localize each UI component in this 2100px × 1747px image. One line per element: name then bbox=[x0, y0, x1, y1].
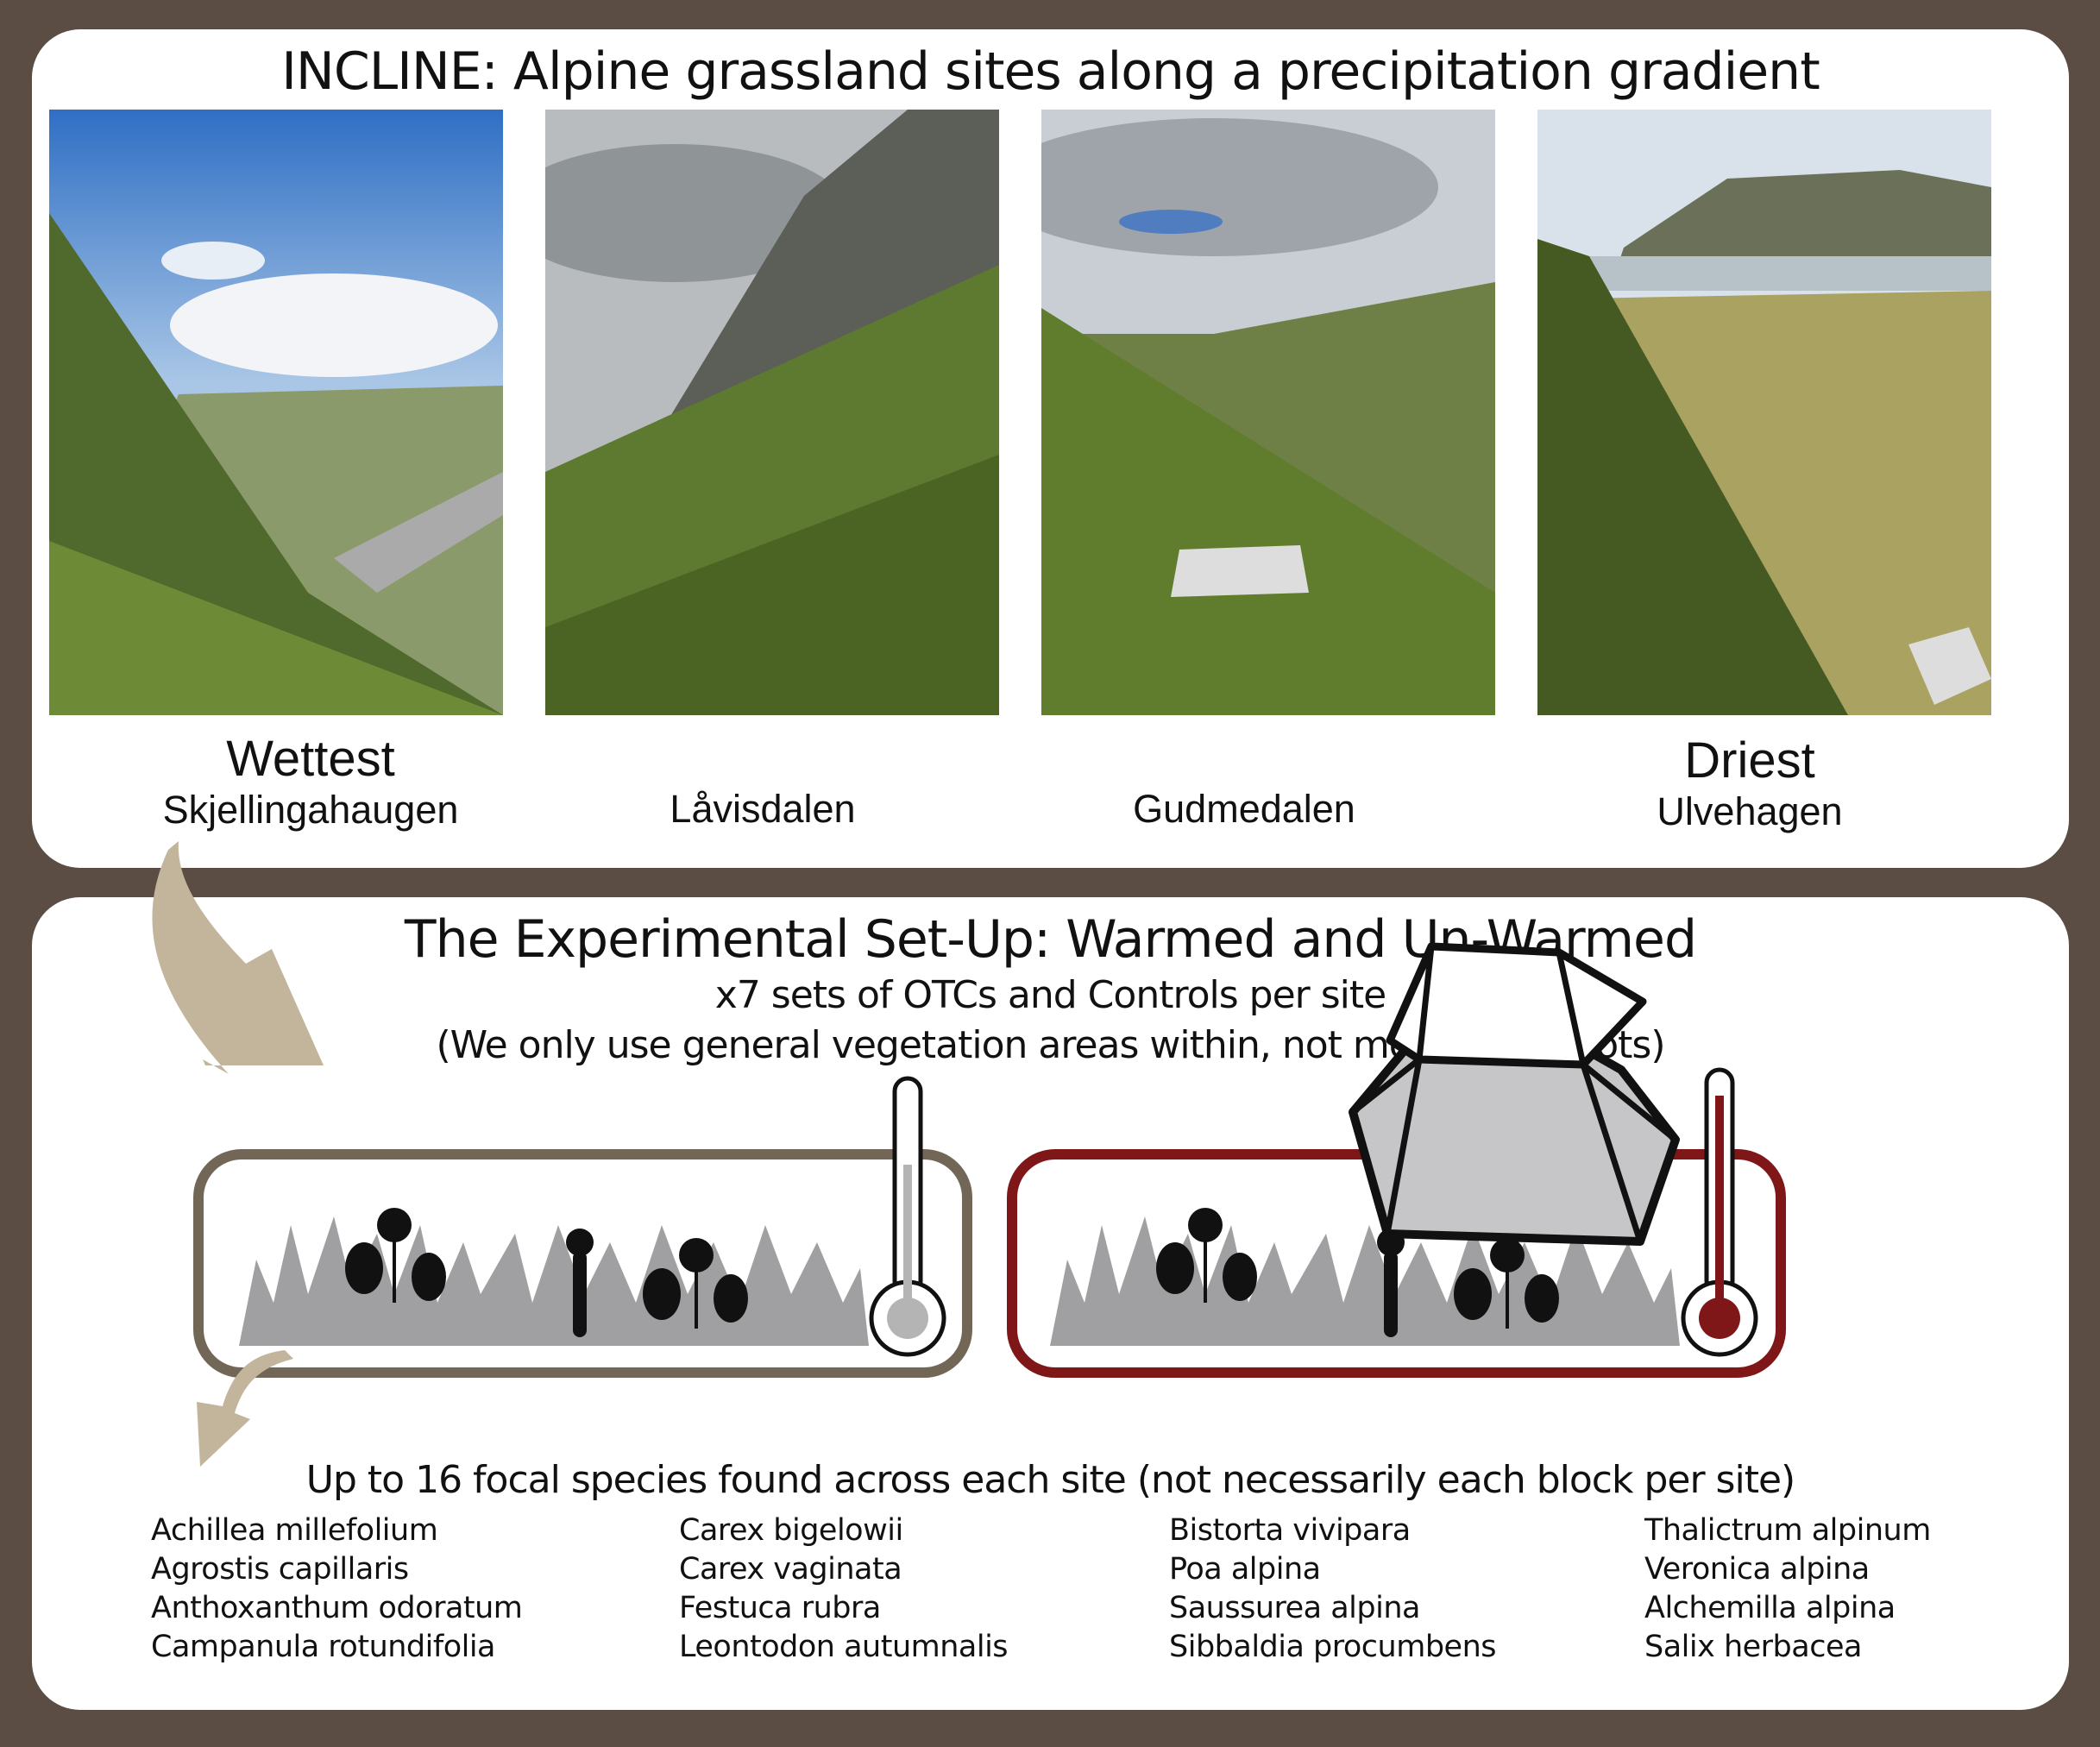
site-photo-skjellingahaugen bbox=[49, 110, 503, 715]
spike-plant-icon bbox=[1377, 1229, 1405, 1337]
setup-panel: The Experimental Set-Up: Warmed and Un-W… bbox=[32, 897, 2069, 1710]
grass-icon bbox=[1050, 1216, 1680, 1346]
species-name: Anthoxanthum odoratum bbox=[151, 1591, 523, 1625]
species-column-1: Achillea millefolium Agrostis capillaris… bbox=[151, 1511, 523, 1667]
flowering-plant-icon bbox=[643, 1238, 748, 1329]
gradient-label-driest: Driest bbox=[1684, 732, 1815, 789]
species-name: Festuca rubra bbox=[679, 1591, 881, 1625]
sites-panel: INCLINE: Alpine grassland sites along a … bbox=[32, 29, 2069, 868]
site-name: Gudmedalen bbox=[1133, 787, 1355, 831]
control-plot bbox=[193, 1076, 972, 1378]
site-photo-gudmedalen bbox=[1041, 110, 1495, 715]
species-name: Sibbaldia procumbens bbox=[1169, 1630, 1497, 1664]
species-name: Agrostis capillaris bbox=[151, 1552, 409, 1587]
setup-title: The Experimental Set-Up: Warmed and Un-W… bbox=[404, 909, 1697, 970]
flowering-plant-icon bbox=[1156, 1208, 1257, 1303]
species-column-4: Thalictrum alpinum Veronica alpina Alche… bbox=[1644, 1511, 1931, 1667]
site-label-lavisdalen: Låvisdalen bbox=[521, 787, 1004, 832]
species-name: Saussurea alpina bbox=[1169, 1591, 1420, 1625]
species-name: Alchemilla alpina bbox=[1644, 1591, 1896, 1625]
species-name: Carex bigelowii bbox=[679, 1513, 903, 1548]
species-name: Poa alpina bbox=[1169, 1552, 1321, 1587]
species-column-2: Carex bigelowii Carex vaginata Festuca r… bbox=[679, 1511, 1009, 1667]
species-name: Salix herbacea bbox=[1644, 1630, 1862, 1664]
species-name: Leontodon autumnalis bbox=[679, 1630, 1009, 1664]
site-photo-lavisdalen bbox=[545, 110, 999, 715]
site-label-gudmedalen: Gudmedalen bbox=[1003, 787, 1486, 832]
species-column-3: Bistorta vivipara Poa alpina Saussurea a… bbox=[1169, 1511, 1497, 1667]
site-label-driest: Driest Ulvehagen bbox=[1508, 732, 1991, 834]
species-name: Bistorta vivipara bbox=[1169, 1513, 1411, 1548]
site-name: Skjellingahaugen bbox=[162, 788, 459, 832]
species-name: Carex vaginata bbox=[679, 1552, 902, 1587]
species-name: Campanula rotundifolia bbox=[151, 1630, 496, 1664]
species-name: Thalictrum alpinum bbox=[1644, 1513, 1931, 1548]
flowering-plant-icon bbox=[1454, 1238, 1559, 1329]
thermometer-low-icon bbox=[869, 1076, 946, 1357]
flowering-plant-icon bbox=[345, 1208, 446, 1303]
setup-note: (We only use general vegetation areas wi… bbox=[436, 1023, 1666, 1067]
gradient-label-wettest: Wettest bbox=[226, 731, 395, 787]
site-photo-ulvehagen bbox=[1537, 110, 1991, 715]
grass-icon bbox=[239, 1216, 869, 1346]
site-label-wettest: Wettest Skjellingahaugen bbox=[69, 730, 552, 833]
setup-subtitle: x7 sets of OTCs and Controls per site bbox=[714, 973, 1386, 1017]
site-name: Ulvehagen bbox=[1657, 789, 1843, 833]
species-header: Up to 16 focal species found across each… bbox=[305, 1458, 1795, 1502]
species-name: Achillea millefolium bbox=[151, 1513, 438, 1548]
species-name: Veronica alpina bbox=[1644, 1552, 1870, 1587]
site-name: Låvisdalen bbox=[670, 787, 856, 831]
sites-title: INCLINE: Alpine grassland sites along a … bbox=[281, 41, 1820, 102]
thermometer-high-icon bbox=[1681, 1067, 1758, 1357]
spike-plant-icon bbox=[566, 1229, 594, 1337]
